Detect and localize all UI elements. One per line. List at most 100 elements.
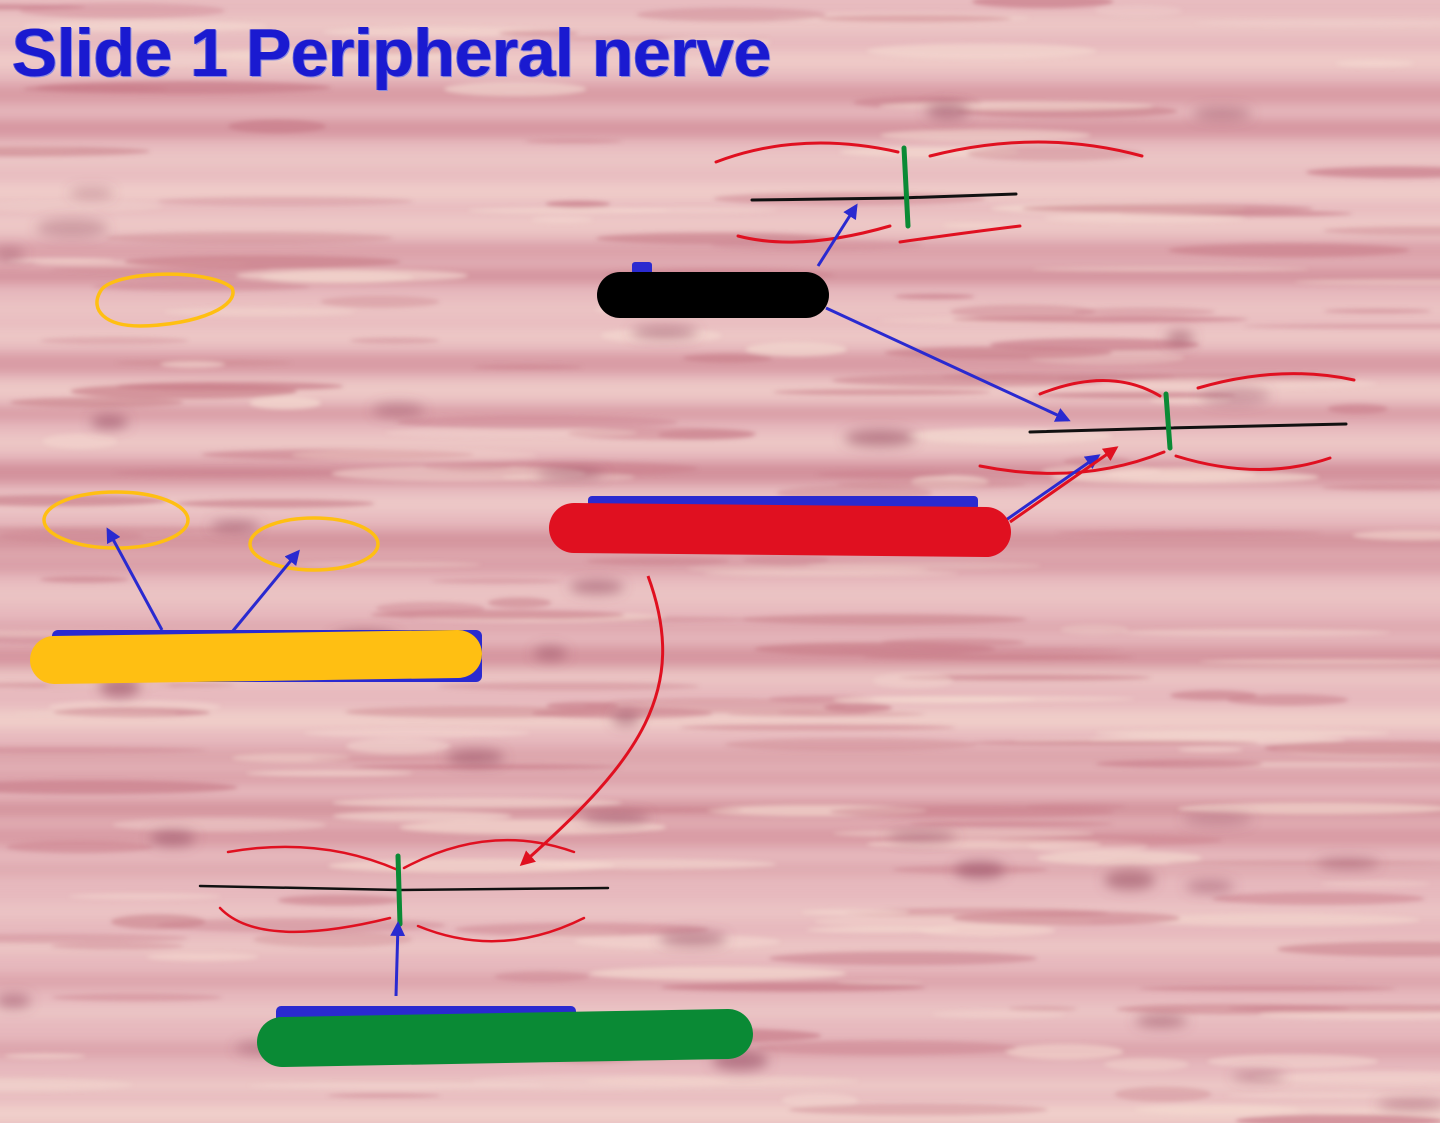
node-diagram-top [714,140,1144,244]
fiber-streak [0,4,86,10]
fiber-streak [943,223,1005,228]
fiber-streak [228,119,326,133]
fiber-streak [1227,694,1349,706]
fiber-streak [346,738,451,754]
fiber-streak [370,610,625,620]
fiber-streak [1031,266,1310,272]
fiber-streak [160,361,225,368]
node-diagram-right-lower-right-curve [1174,454,1332,472]
fiber-streak [1277,941,1440,957]
fiber-streak [291,561,482,568]
red-redaction-bar [549,503,1011,557]
fiber-streak [781,1093,858,1108]
fiber-streak [818,15,1012,23]
fiber-streak [1178,746,1243,753]
arrow-yellow-label-to-right-nucleus [230,549,300,633]
fiber-streak [531,216,593,223]
fiber-streak [884,346,1113,360]
fiber-streak [454,922,709,937]
fiber-streak [1100,378,1377,389]
fiber-streak [0,780,238,795]
fiber-streak [725,737,977,752]
fiber-streak [816,470,954,478]
fiber-streak [51,942,184,950]
fiber-band [0,773,1440,784]
fiber-streak [1306,166,1440,179]
fiber-streak [1032,392,1237,399]
fiber-streak [682,353,773,363]
fiber-streak [487,597,552,609]
fiber-streak [150,51,211,66]
fiber-streak [862,654,1134,660]
fiber-streak [260,271,414,284]
fiber-streak [396,415,678,430]
fiber-streak [524,138,623,144]
fiber-streak [1114,1086,1212,1102]
fiber-streak [1095,759,1263,768]
node-diagram-bottom-node-mark [395,853,403,927]
fiber-streak [1352,530,1440,541]
fiber-streak [806,561,1041,570]
redaction-bars [30,272,1011,1067]
nucleus [844,429,916,447]
fiber-streak [898,674,1151,681]
fiber-streak [950,304,1096,319]
fiber-streak [1177,802,1440,815]
yellow-redaction-bar [30,630,482,684]
fiber-streak [40,576,129,583]
fiber-streak [1327,404,1388,414]
fiber-streak [520,859,777,870]
fiber-streak [971,0,1114,9]
fiber-streak [1056,530,1322,537]
pointer-arrows-red [519,446,1119,866]
fiber-streak [788,1103,1048,1116]
node-diagram-right [978,372,1356,475]
fiber-band [0,585,1440,605]
fiber-streak [1207,1054,1379,1069]
green-redaction-bar [257,1009,753,1067]
circled-nuclei [42,272,380,572]
fiber-streak [918,924,1056,937]
fiber-streak [800,909,910,915]
fiber-streak [113,469,343,477]
fiber-band [0,622,1440,632]
fiber-streak [444,81,587,97]
fiber-streak [657,429,755,440]
fiber-streak [437,682,700,691]
nucleus [90,415,128,429]
fiber-streak [399,819,667,835]
fiber-streak [1199,659,1440,664]
node-diagram-top-upper-right-curve [928,140,1144,158]
fiber-streak [741,614,1027,625]
fiber-streak [232,753,351,763]
fiber-streak [277,894,402,906]
fiber-streak [1252,1071,1440,1084]
fiber-streak [327,1093,441,1098]
node-diagram-top-axon-line [750,192,1018,202]
fiber-band [0,119,1440,138]
fiber-streak [320,295,440,308]
nucleus [1199,386,1271,406]
fiber-band [0,84,1440,105]
nucleus [372,402,425,418]
nucleus [1104,870,1156,890]
fiber-streak [245,770,413,777]
nucleus [533,646,568,661]
nucleus [1231,1072,1285,1081]
fiber-band [0,864,1440,875]
fiber-streak [176,499,375,508]
node-diagram-bottom-lower-right-curve [416,916,586,943]
fiber-streak [1072,307,1216,317]
fiber-streak [836,647,1122,653]
nucleus [659,931,727,947]
fiber-streak [703,570,959,577]
node-diagram-bottom-upper-left-curve [226,845,400,872]
fiber-streak [4,1053,86,1059]
fiber-streak [586,557,730,566]
fiber-streak [1060,624,1129,635]
fiber-streak [431,578,562,584]
fiber-streak [952,911,1181,926]
fiber-streak [1323,308,1432,314]
nucleus [954,861,1006,879]
